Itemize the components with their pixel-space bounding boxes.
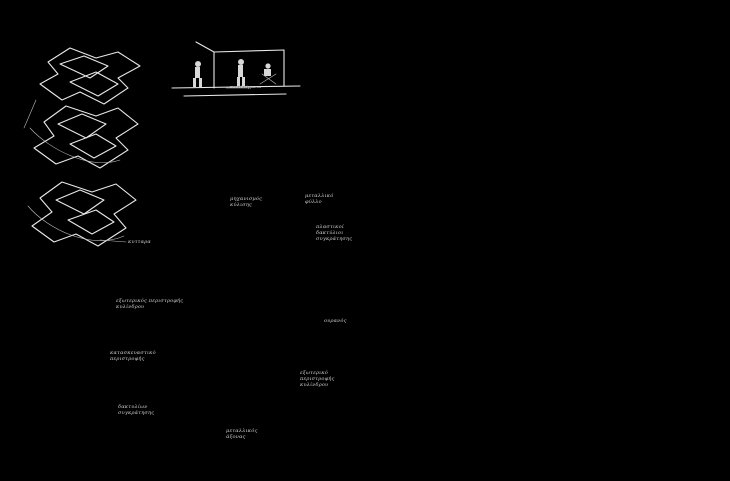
section-label: ποσοδείγματα: [230, 84, 262, 89]
stacked-plans-label: κυτταρα: [128, 239, 151, 245]
ring-b-label: κατασκευαστικό περιστροφής: [110, 350, 156, 362]
tube-parts-label: πλαστικοί δακτύλιοι συγκράτησης: [316, 224, 353, 242]
tube-rolling-label: μηχανισμός κύλισης: [230, 196, 263, 208]
stacked-plan-sketch: [23, 47, 141, 247]
section-figures-sketch: [171, 41, 301, 97]
clouds-label: ουρανός: [324, 318, 347, 324]
tube-sheet-label: μεταλλικό φύλλο: [305, 193, 334, 205]
section-tube-a-label: εξωτερικό περιστροφής κυλίνδρου: [300, 370, 335, 388]
ring-c-label: δακτυλίων συγκράτησης: [118, 404, 155, 416]
ring-a-label: εξωτερικός περιστροφής κυλίνδρου: [116, 298, 184, 310]
section-tube-b-label: μεταλλικός άξονας: [226, 428, 258, 440]
